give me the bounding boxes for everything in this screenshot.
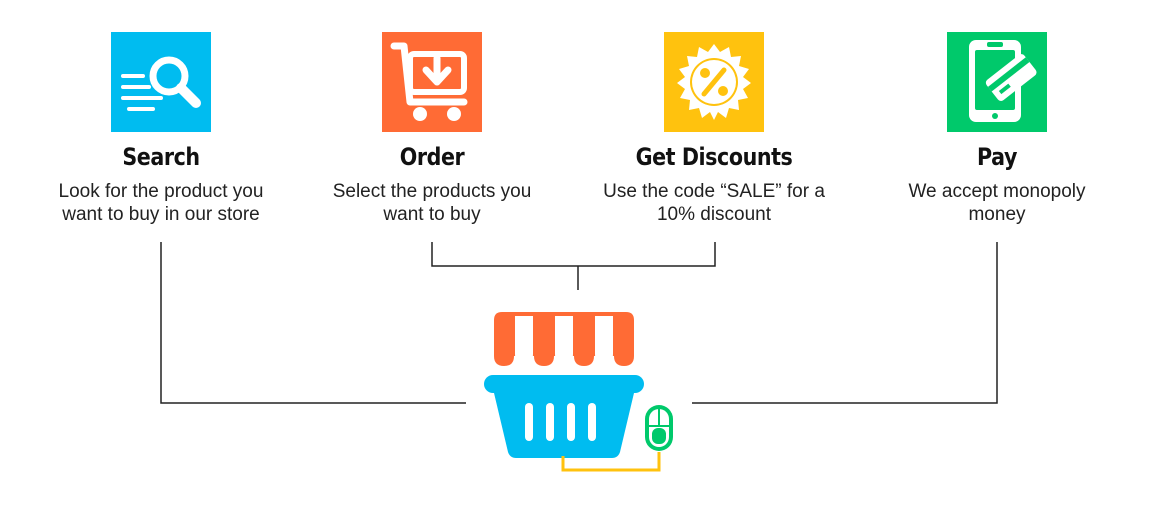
- step-description: We accept monopoly money: [867, 180, 1127, 226]
- step-title: Search: [122, 143, 200, 171]
- step-description-line: Select the products you: [332, 181, 532, 202]
- connector-order-discounts: [431, 242, 716, 267]
- magnifier-icon: [111, 32, 211, 132]
- cart-download-icon: [382, 32, 482, 132]
- step-description-line: want to buy: [383, 204, 481, 225]
- mouse-cable: [561, 452, 661, 472]
- connector-pay: [692, 242, 998, 404]
- step-pay: Pay We accept monopoly money: [867, 32, 1127, 226]
- awning-icon: [494, 312, 634, 366]
- shop-basket-icon: [484, 312, 673, 472]
- step-description: Select the products you want to buy: [302, 180, 562, 226]
- percent-badge-icon: [664, 32, 764, 132]
- mouse-icon: [645, 405, 673, 451]
- connector-search: [160, 242, 466, 404]
- step-discounts: Get Discounts Use the code “SALE” for a …: [584, 32, 844, 226]
- phone-card-icon: [947, 32, 1047, 132]
- step-search: Search Look for the product you want to …: [31, 32, 291, 226]
- step-description-line: We accept monopoly: [908, 181, 1086, 202]
- step-description: Look for the product you want to buy in …: [31, 180, 291, 226]
- step-description-line: Look for the product you: [58, 181, 264, 202]
- step-description: Use the code “SALE” for a 10% discount: [584, 180, 844, 226]
- step-title: Get Discounts: [635, 143, 793, 171]
- step-description-line: Use the code “SALE” for a: [603, 181, 825, 202]
- basket-icon: [484, 375, 644, 458]
- step-order: Order Select the products you want to bu…: [302, 32, 562, 226]
- step-description-line: money: [968, 204, 1026, 225]
- step-description-line: 10% discount: [656, 204, 772, 225]
- step-description-line: want to buy in our store: [62, 204, 260, 225]
- step-title: Order: [399, 143, 465, 171]
- step-title: Pay: [976, 143, 1018, 171]
